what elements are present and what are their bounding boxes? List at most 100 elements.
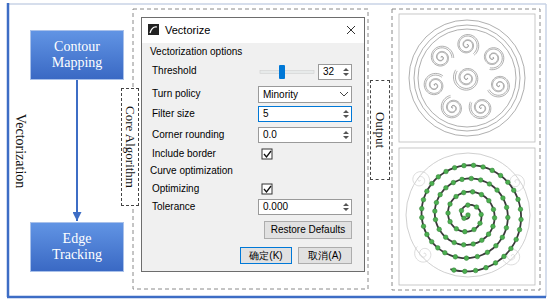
spin-arrows	[343, 203, 349, 211]
combo-arrow	[340, 92, 348, 96]
control-point	[463, 229, 468, 234]
contour-line	[426, 75, 442, 93]
control-point	[453, 255, 458, 260]
faint-contour	[415, 246, 431, 262]
control-point	[486, 232, 491, 237]
control-point	[473, 268, 478, 273]
control-point	[451, 180, 456, 185]
node-label: 32	[323, 66, 334, 78]
section-tag: Core Algorithm	[121, 88, 139, 206]
process-box: Edge Tracking	[30, 222, 124, 272]
spin-arrows	[343, 68, 349, 76]
frame-line	[7, 3, 10, 297]
control-point	[433, 209, 438, 214]
node-label: Restore Defaults	[271, 224, 345, 236]
node-label: 取消(A)	[308, 250, 341, 262]
control-point	[493, 261, 498, 266]
process-box: Contour Mapping	[30, 30, 124, 80]
node-label: Contour Mapping	[37, 39, 117, 71]
control-point	[504, 225, 509, 230]
control-point	[498, 173, 503, 178]
contour-line	[441, 95, 461, 117]
control-point	[459, 208, 464, 213]
spin-arrows	[343, 110, 349, 118]
checkbox	[262, 184, 272, 194]
contour-line	[433, 48, 452, 65]
control-point	[419, 215, 424, 220]
control-point	[501, 196, 506, 201]
control-point	[425, 189, 430, 194]
dashed-region	[392, 9, 540, 290]
control-point	[479, 238, 484, 243]
control-point	[466, 203, 471, 208]
control-point	[429, 239, 434, 244]
flow-arrow	[76, 80, 78, 221]
control-point	[471, 242, 476, 247]
contour-line	[455, 70, 476, 89]
window-title: Vectorize	[165, 24, 210, 37]
field-ground	[258, 199, 352, 215]
control-point	[478, 221, 483, 226]
slider-track	[260, 71, 314, 74]
control-point	[518, 207, 523, 212]
app-icon	[148, 24, 159, 35]
contour-line	[471, 101, 490, 117]
node-label: Minority	[263, 89, 298, 101]
combo-box: Minority	[258, 86, 352, 103]
node-label: 5	[263, 108, 269, 120]
control-point	[435, 246, 440, 251]
control-point	[500, 235, 505, 240]
control-point	[460, 177, 465, 182]
spin-arrows	[343, 131, 349, 139]
control-point	[433, 217, 438, 222]
frame-line	[545, 4, 547, 297]
close-icon	[347, 26, 355, 34]
control-point	[443, 250, 448, 255]
spin-box: 32	[318, 64, 352, 80]
node-label: Output	[373, 112, 387, 148]
control-point	[446, 211, 451, 216]
control-point	[487, 198, 492, 203]
control-point	[444, 169, 449, 174]
contour-line	[488, 76, 510, 97]
contour-line	[454, 69, 478, 91]
control-point	[448, 219, 453, 224]
vector-spiral	[422, 165, 522, 271]
control-point	[517, 227, 522, 232]
push-button: 确定(K)	[240, 247, 292, 264]
node-label: Edge Tracking	[37, 231, 117, 263]
control-point	[478, 178, 483, 183]
output-image	[399, 148, 535, 285]
field-label: Corner rounding	[152, 129, 224, 141]
control-point	[502, 254, 507, 259]
control-point	[475, 254, 480, 259]
contour-drawing	[409, 20, 525, 136]
control-point	[443, 235, 448, 240]
control-point	[421, 197, 426, 202]
contour-line	[458, 35, 479, 56]
contour-line	[469, 100, 491, 119]
field-label: Threshold	[152, 65, 196, 77]
control-point	[452, 165, 457, 170]
contour-line	[484, 48, 503, 70]
control-point	[479, 212, 484, 217]
section-tag: Output	[370, 80, 390, 180]
field-label: Include border	[152, 148, 216, 160]
control-point	[519, 217, 524, 222]
checkmark	[264, 186, 271, 192]
frame-line	[8, 3, 546, 5]
control-point	[421, 224, 426, 229]
control-point	[434, 200, 439, 205]
control-point	[452, 240, 457, 245]
control-point	[430, 181, 435, 186]
contour-line	[443, 97, 460, 116]
control-point	[495, 188, 500, 193]
field-label: Filter size	[152, 108, 195, 120]
field-label: Curve optimization	[150, 165, 233, 177]
control-point	[504, 205, 509, 210]
control-point	[448, 202, 453, 207]
control-point	[479, 192, 484, 197]
control-point	[466, 213, 471, 218]
control-point	[506, 215, 511, 220]
